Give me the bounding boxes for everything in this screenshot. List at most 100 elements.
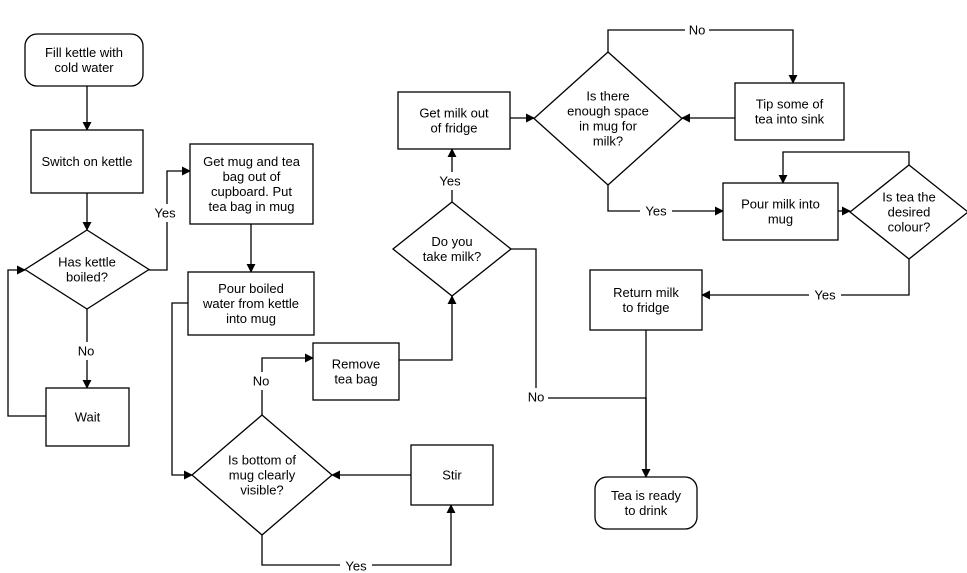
node-text-line: Tip some of: [756, 97, 824, 112]
process-box: [589, 269, 703, 331]
process-box: [187, 271, 315, 336]
node-text-line: Switch on kettle: [41, 154, 132, 169]
edge-label-background: [434, 172, 466, 190]
edge-label-text: No: [689, 23, 706, 38]
edge-label-text: Yes: [345, 559, 367, 573]
edge-label-no: No: [685, 21, 709, 39]
edge-label-text: No: [78, 344, 95, 359]
terminal-shape: [24, 33, 144, 87]
edge-label-no: No: [524, 388, 548, 406]
node-text-line: Is bottom of: [228, 453, 296, 468]
node-text-line: Pour boiled: [218, 281, 284, 296]
node-text-line: to drink: [625, 503, 668, 518]
edge-label-no: No: [249, 372, 273, 390]
node-text-line: Wait: [75, 410, 101, 425]
edge-label-background: [74, 342, 98, 360]
decision-diamond: [391, 201, 513, 297]
edge-label-background: [685, 21, 709, 39]
node-text-line: tea into sink: [755, 112, 825, 127]
process-box: [312, 342, 400, 401]
node-text-line: Is tea the: [882, 190, 935, 205]
process-box: [722, 182, 839, 241]
node-text-line: tea bag in mug: [208, 199, 294, 214]
edge-desired-colour-to-pour-milk: [778, 151, 910, 184]
decision-diamond: [848, 164, 967, 260]
node-text-line: Stir: [442, 468, 462, 483]
edge-desired-colour-to-return-milk: [701, 259, 910, 300]
process-box: [45, 387, 130, 447]
edge-bottom-visible-to-stir: [261, 504, 456, 566]
edge-label-background: [524, 388, 548, 406]
node-text-line: mug: [768, 212, 793, 227]
edge-label-background: [640, 202, 672, 220]
node-text-line: in mug for: [579, 119, 637, 134]
edge-label-text: Yes: [439, 174, 461, 189]
node-text-line: Fill kettle with: [45, 45, 123, 60]
node-text-line: milk?: [593, 134, 623, 149]
node-text-line: Tea is ready: [611, 488, 682, 503]
node-text-line: Return milk: [613, 285, 679, 300]
edge-label-background: [809, 286, 841, 304]
edge-label-yes: Yes: [434, 172, 466, 190]
node-text-line: desired: [888, 205, 931, 220]
edge-label-text: No: [528, 390, 545, 405]
edge-wait-to-has-boiled: [7, 265, 46, 417]
process-box: [397, 91, 511, 150]
node-switch-on: Switch on kettle: [30, 129, 144, 194]
edge-remove-bag-to-take-milk: [399, 295, 457, 361]
edge-pour-water-to-bottom-visible: [171, 302, 193, 480]
node-text-line: enough space: [567, 104, 649, 119]
process-box: [734, 82, 845, 141]
decision-diamond: [191, 414, 333, 536]
node-text-line: bag out of: [223, 169, 281, 184]
node-text-line: Is there: [586, 89, 629, 104]
process-box: [410, 444, 494, 506]
node-text-line: Pour milk into: [741, 197, 820, 212]
edge-bottom-visible-to-remove-bag: [261, 353, 314, 415]
node-text-line: water from kettle: [202, 296, 299, 311]
node-text-line: Remove: [332, 357, 380, 372]
edge-label-yes: Yes: [640, 202, 672, 220]
edge-label-text: Yes: [814, 288, 836, 303]
node-text-line: colour?: [888, 220, 931, 235]
node-text-line: take milk?: [423, 249, 482, 264]
node-wait: Wait: [45, 387, 130, 447]
edge-label-yes: Yes: [149, 204, 181, 222]
edge-label-background: [249, 372, 273, 390]
process-box: [30, 129, 144, 194]
decision-diamond: [23, 229, 151, 310]
decision-diamond: [533, 51, 683, 186]
process-box: [189, 143, 314, 225]
edge-label-text: No: [253, 374, 270, 389]
node-text-line: Get mug and tea: [203, 154, 301, 169]
node-text-line: Get milk out: [419, 106, 489, 121]
edge-label-background: [340, 557, 372, 573]
node-text-line: to fridge: [623, 300, 670, 315]
node-text-line: of fridge: [431, 121, 478, 136]
node-text-line: into mug: [226, 311, 276, 326]
node-text-line: cold water: [54, 60, 114, 75]
edge-label-yes: Yes: [809, 286, 841, 304]
edge-enough-space-to-pour-milk: [607, 185, 724, 216]
node-text-line: visible?: [240, 483, 283, 498]
node-text-line: boiled?: [66, 270, 108, 285]
node-text-line: tea bag: [334, 372, 377, 387]
edge-label-yes: Yes: [340, 557, 372, 573]
